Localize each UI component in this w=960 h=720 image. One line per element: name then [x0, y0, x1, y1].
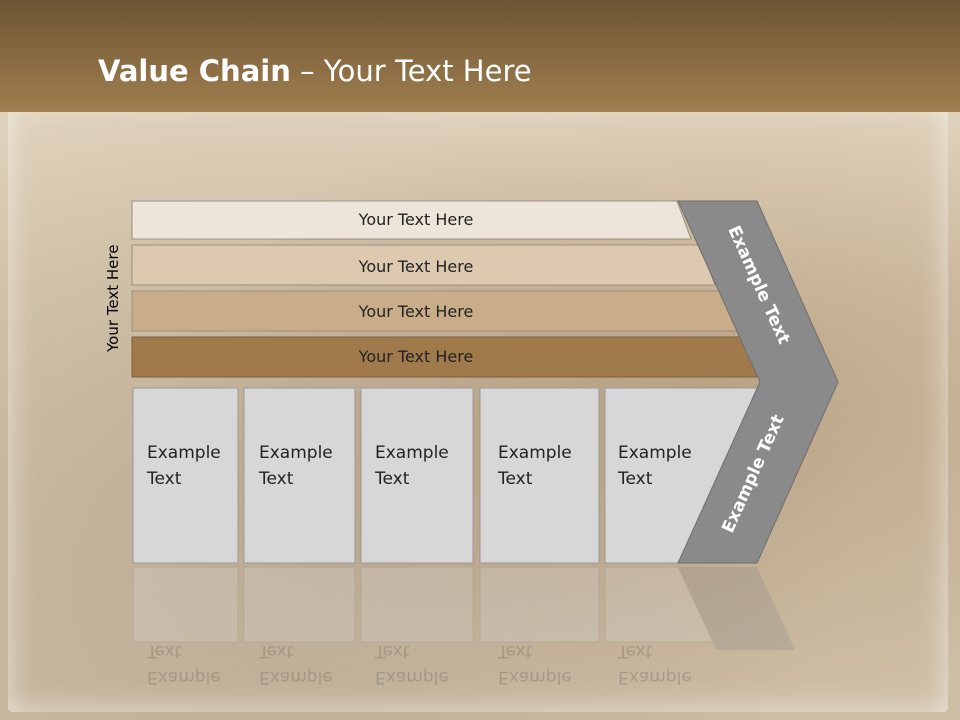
box-2 [243, 387, 356, 564]
box-3-line2: Text [374, 469, 410, 489]
reflection-box-5-line2: Text [617, 641, 653, 661]
box-4-line2: Text [497, 469, 533, 489]
title-bold: Value Chain [98, 54, 291, 88]
boxes-group: Example Text Example Text Example Text E… [132, 387, 761, 564]
reflection-box-2-line2: Text [258, 641, 294, 661]
bar-2 [131, 244, 716, 286]
chevron-arrow [677, 200, 839, 564]
reflection-box-1-line1: Example [147, 667, 221, 687]
bar-2-label: Your Text Here [358, 257, 474, 276]
reflection-box-5-line1: Example [618, 667, 692, 687]
reflection-box-4-line2: Text [497, 641, 533, 661]
bar-4-label: Your Text Here [358, 347, 474, 366]
reflection-box-1 [132, 566, 239, 643]
bar-1-label: Your Text Here [358, 210, 474, 229]
reflection-group: Example Text Example Text Example Text E… [132, 566, 795, 687]
reflection-box-1-line2: Text [146, 641, 182, 661]
reflection-box-4-line1: Example [498, 667, 572, 687]
box-3-line1: Example [375, 443, 449, 463]
box-1 [132, 387, 239, 564]
reflection-box-3-line2: Text [374, 641, 410, 661]
box-4-line1: Example [498, 443, 572, 463]
reflection-chevron [678, 567, 795, 650]
box-2-line1: Example [259, 443, 333, 463]
reflection-box-5 [604, 566, 714, 643]
box-1-line2: Text [146, 469, 182, 489]
box-5-line2: Text [617, 469, 653, 489]
bars-group: Your Text Here Your Text Here Your Text … [131, 200, 764, 378]
bar-3-label: Your Text Here [358, 302, 474, 321]
reflection-box-2-line1: Example [259, 667, 333, 687]
box-4 [479, 387, 600, 564]
title-bar [0, 0, 960, 112]
reflection-box-4 [479, 566, 600, 643]
bar-1 [131, 200, 692, 240]
reflection-box-3-line1: Example [375, 667, 449, 687]
title-rest: – Your Text Here [290, 54, 532, 88]
box-3 [360, 387, 474, 564]
box-2-line2: Text [258, 469, 294, 489]
slide-title: Value Chain – Your Text Here [98, 54, 532, 88]
reflection-box-2 [243, 566, 356, 643]
reflection-box-3 [360, 566, 474, 643]
box-1-line1: Example [147, 443, 221, 463]
box-5-line1: Example [618, 443, 692, 463]
